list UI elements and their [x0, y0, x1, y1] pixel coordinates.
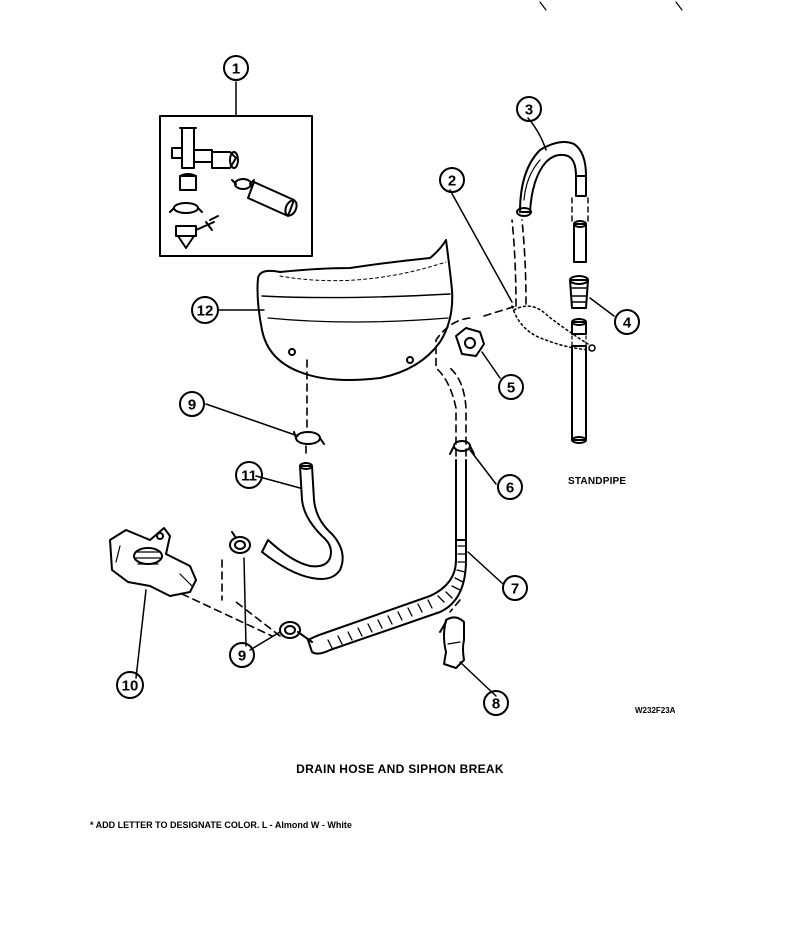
- callout-5: 5: [498, 374, 524, 400]
- svg-text:2: 2: [448, 173, 456, 190]
- callout-1: 1: [223, 55, 249, 81]
- callout-2: 2: [439, 167, 465, 193]
- part-12-tub: [256, 239, 454, 381]
- svg-text:11: 11: [241, 468, 257, 485]
- callout-4: 4: [614, 309, 640, 335]
- callout-9-upper: 9: [179, 391, 205, 417]
- part-11-elbow-hose: [261, 462, 344, 580]
- svg-text:6: 6: [506, 480, 514, 497]
- svg-text:8: 8: [492, 696, 500, 713]
- part-9-clamps-lower: [229, 531, 313, 643]
- callout-8: 8: [483, 690, 509, 716]
- svg-text:12: 12: [197, 303, 214, 320]
- callout-12: 12: [191, 296, 219, 324]
- standpipe-label: STANDPIPE: [568, 476, 627, 487]
- color-note: * ADD LETTER TO DESIGNATE COLOR. L - Alm…: [90, 820, 352, 830]
- svg-text:4: 4: [623, 315, 632, 332]
- callout-3: 3: [516, 96, 542, 122]
- corner-mark: [539, 1, 683, 11]
- standpipe: [571, 335, 587, 444]
- callout-11: 11: [235, 461, 263, 489]
- diagram-title: DRAIN HOSE AND SIPHON BREAK: [296, 762, 504, 776]
- svg-text:1: 1: [232, 61, 240, 78]
- svg-text:9: 9: [238, 648, 246, 665]
- part-4-fitting: [569, 275, 589, 335]
- callout-9-lower: 9: [229, 642, 255, 668]
- callout-7: 7: [502, 575, 528, 601]
- part-3-siphon-hose: [516, 141, 589, 263]
- svg-text:9: 9: [188, 397, 196, 414]
- part-1-kit: [159, 115, 313, 257]
- part-10-pump: [109, 527, 197, 597]
- callout-10: 10: [116, 671, 144, 699]
- part-9-clamp-upper: [293, 431, 325, 445]
- part-8-siphon-break: [439, 616, 465, 669]
- dashed-hose-paths: [181, 219, 527, 637]
- svg-text:3: 3: [525, 102, 533, 119]
- part-5-nut: [455, 327, 485, 357]
- part-7-drain-hose: [307, 459, 467, 655]
- leader-lines: [135, 81, 615, 697]
- drawing-code: W232F23A: [635, 706, 676, 715]
- callout-6: 6: [497, 474, 523, 500]
- part-6-clamp: [449, 440, 475, 455]
- part-2-chain: [511, 305, 596, 352]
- svg-text:7: 7: [511, 581, 519, 598]
- svg-text:10: 10: [122, 678, 139, 695]
- svg-text:5: 5: [507, 380, 515, 397]
